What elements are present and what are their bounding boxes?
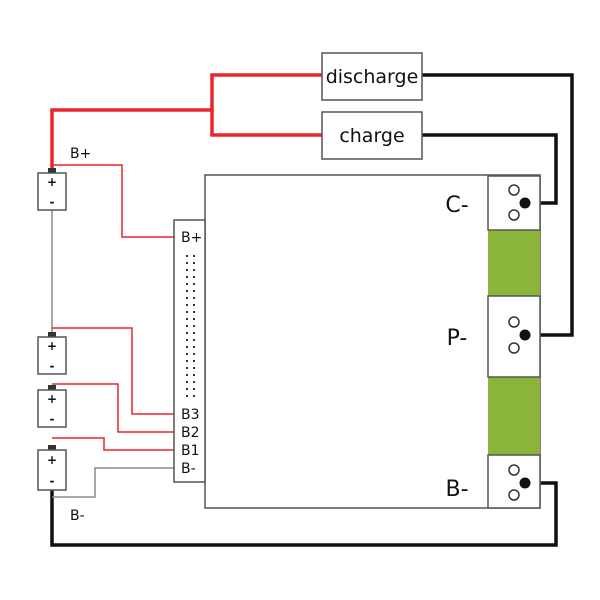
svg-text:+: +: [47, 392, 57, 406]
discharge-label: discharge: [326, 66, 419, 88]
svg-text:-: -: [50, 195, 55, 209]
battery-cell-2: + -: [37, 332, 67, 375]
discharge-box: discharge: [321, 52, 423, 101]
balance-connector: [173, 219, 206, 483]
svg-text:+: +: [47, 175, 57, 189]
charge-label: charge: [339, 125, 404, 147]
balance-wire-b1: [52, 437, 174, 451]
balance-wire-b-plus: [52, 164, 174, 238]
battery-b-minus-label: B-: [70, 508, 85, 524]
svg-text:-: -: [50, 359, 55, 373]
connector-dotted-pins: [186, 255, 195, 398]
battery-cell-1: + -: [37, 168, 67, 211]
bms-board: [204, 174, 541, 509]
black-wire-b-minus-loop: [50, 481, 558, 547]
balance-wire-b-minus: [52, 467, 174, 498]
terminal-b-minus: [487, 454, 541, 509]
p-minus-label: P-: [447, 326, 468, 351]
green-pad-top: [488, 230, 540, 296]
battery-cell-4: + -: [37, 445, 67, 491]
battery-b-plus-label: B+: [70, 146, 91, 162]
balance-wire-b2: [52, 383, 174, 433]
balance-wire-b3: [52, 327, 174, 415]
charge-box: charge: [321, 111, 423, 160]
green-pad-bottom: [488, 377, 540, 455]
pin-b1-label: B1: [181, 443, 200, 459]
terminal-c-minus: [487, 175, 541, 231]
black-wire-discharge-to-p-minus: [422, 73, 574, 337]
battery-cell-3: + -: [37, 385, 67, 428]
svg-text:-: -: [50, 474, 55, 488]
svg-text:-: -: [50, 412, 55, 426]
red-wire-battery-to-switches: [50, 73, 322, 172]
c-minus-label: C-: [445, 193, 468, 218]
terminal-p-minus: [487, 295, 541, 378]
pin-b3-label: B3: [181, 407, 200, 423]
pin-b2-label: B2: [181, 425, 200, 441]
svg-text:+: +: [47, 453, 57, 467]
b-minus-label: B-: [445, 477, 468, 502]
pin-b-minus-label: B-: [181, 461, 196, 477]
red-wire-to-charge: [210, 110, 322, 137]
pin-b-plus-label: B+: [181, 230, 202, 246]
svg-text:+: +: [47, 339, 57, 353]
